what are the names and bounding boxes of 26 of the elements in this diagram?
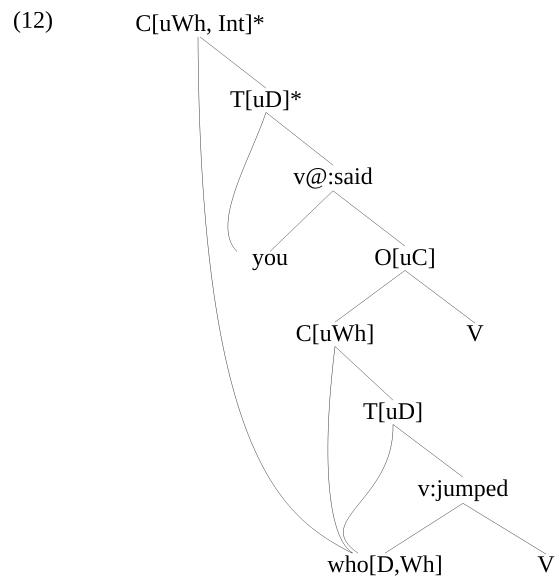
movement-curve <box>328 346 354 554</box>
tree-branch <box>200 36 266 88</box>
tree-node-label: O[uC] <box>375 248 434 268</box>
tree-node-label: who[D,Wh] <box>327 555 441 576</box>
movement-curve <box>228 112 266 252</box>
tree-branch <box>270 190 334 252</box>
movement-curve <box>198 36 352 554</box>
tree-node-label: T[uD]* <box>230 90 301 110</box>
tree-node-label: v@:said <box>293 167 372 189</box>
tree-branch <box>384 503 464 554</box>
movement-curve <box>343 424 394 554</box>
tree-node-label: V <box>538 556 554 572</box>
tree-node-label: C[uWh, Int]* <box>136 14 264 35</box>
tree-branch <box>462 503 546 554</box>
example-number: (12) <box>14 11 52 33</box>
tree-node-label: V <box>466 325 484 342</box>
tree-node-label: you <box>252 254 288 270</box>
tree-branch <box>334 270 406 322</box>
tree-branch <box>334 346 394 400</box>
tree-branch <box>404 270 476 324</box>
tree-node-label: T[uD] <box>363 402 422 422</box>
tree-node-label: v:jumped <box>418 479 508 502</box>
tree-branch <box>392 424 464 478</box>
tree-node-label: C[uWh] <box>296 324 373 344</box>
tree-branch <box>332 190 406 246</box>
tree-branch <box>266 112 334 166</box>
